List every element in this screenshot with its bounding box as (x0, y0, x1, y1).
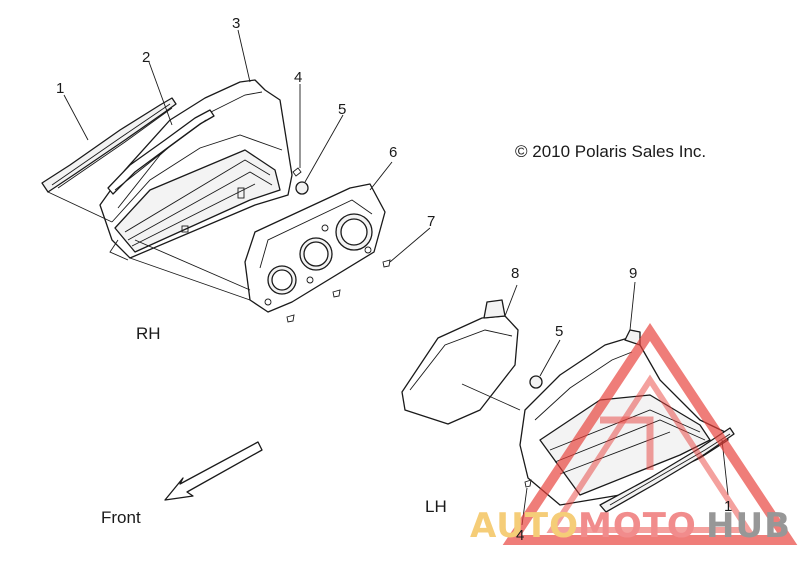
rh-screw-part-7 (382, 259, 391, 268)
callout-lh-4: 4 (516, 527, 524, 544)
callout-rh-3: 3 (232, 15, 240, 32)
rh-screw-bottom (286, 314, 295, 323)
callout-lh-8: 8 (511, 265, 519, 282)
front-label: Front (101, 508, 141, 527)
callout-lh-1: 1 (724, 498, 732, 515)
lh-label: LH (425, 497, 447, 516)
copyright-notice: © 2010 Polaris Sales Inc. (515, 142, 706, 161)
rh-bezel-plate-part-6 (244, 183, 386, 313)
rh-label: RH (136, 324, 161, 343)
rh-screw-mid (332, 289, 341, 298)
rh-nut-part-5 (295, 181, 309, 195)
lh-screw-part-4 (524, 479, 532, 488)
watermark-moto: MOTO (578, 506, 697, 546)
callout-lh-9: 9 (629, 265, 637, 282)
callout-rh-7: 7 (427, 213, 435, 230)
callout-lh-5: 5 (555, 323, 563, 340)
rh-screw-part-4 (292, 167, 302, 177)
callout-rh-5: 5 (338, 101, 346, 118)
rh-lens-part-1 (41, 97, 177, 193)
rh-housing-part-3 (99, 79, 293, 261)
watermark-auto: AUTO (470, 506, 579, 546)
rh-assembly (41, 29, 431, 323)
lh-assembly (401, 281, 735, 526)
rh-trim-part-2 (107, 109, 215, 195)
watermark-logo: AUTO MOTO HUB (470, 322, 798, 546)
front-arrow (164, 441, 263, 501)
watermark-hub: HUB (706, 506, 791, 546)
callout-rh-2: 2 (142, 49, 150, 66)
watermark-triangle (502, 322, 798, 545)
callout-rh-4: 4 (294, 69, 302, 86)
lh-cover-part-8 (401, 299, 521, 425)
callout-rh-6: 6 (389, 144, 397, 161)
lh-nut-part-5 (529, 375, 543, 389)
callout-rh-1: 1 (56, 80, 64, 97)
